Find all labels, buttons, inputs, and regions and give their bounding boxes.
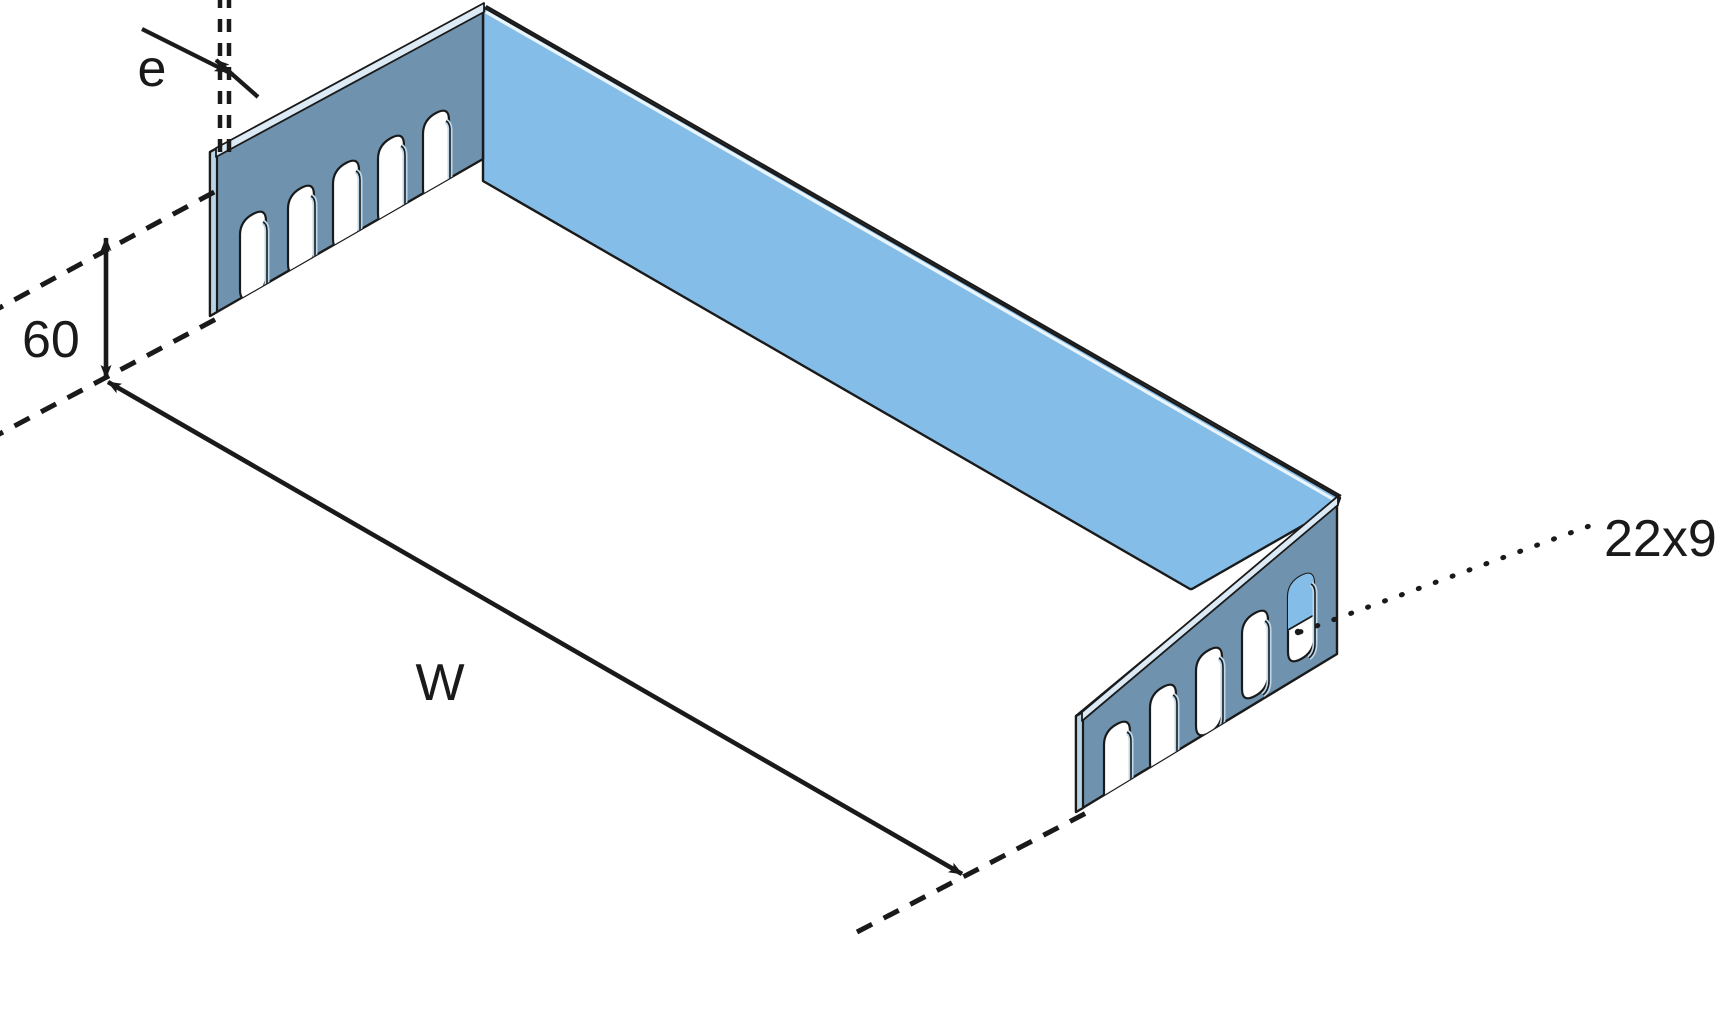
width-dimension-arrow <box>106 380 964 876</box>
dimension-width-w: W <box>106 380 1094 935</box>
slot <box>1240 609 1272 700</box>
tray-base-panel <box>481 5 1342 591</box>
width-extension-line-far <box>855 807 1094 935</box>
slot <box>376 134 408 225</box>
tray-right-side-panel <box>1074 495 1339 814</box>
slot <box>1194 646 1226 737</box>
dimension-label-22x9: 22x9 <box>1604 510 1717 568</box>
slot <box>1102 720 1134 811</box>
dimension-thickness-e: e <box>138 0 260 158</box>
thickness-arrow-right <box>214 58 260 99</box>
dimension-label-60: 60 <box>22 311 80 369</box>
right-panel-slot-group <box>1102 572 1318 811</box>
dimension-label-e: e <box>138 40 167 98</box>
slot <box>286 184 318 275</box>
slot <box>421 109 453 200</box>
callout-slot-size: 22x9 <box>1297 510 1717 635</box>
slot-size-dotted-leader <box>1297 522 1595 635</box>
slot-callout-target <box>1286 572 1318 663</box>
tray-left-side-panel <box>208 2 485 318</box>
thickness-arrow-left <box>141 27 229 74</box>
dimension-label-w: W <box>415 654 464 712</box>
slot <box>331 159 363 250</box>
dimension-height-60: 60 <box>0 187 220 437</box>
height-extension-line-lower <box>0 315 220 437</box>
height-extension-line-upper <box>0 187 220 311</box>
